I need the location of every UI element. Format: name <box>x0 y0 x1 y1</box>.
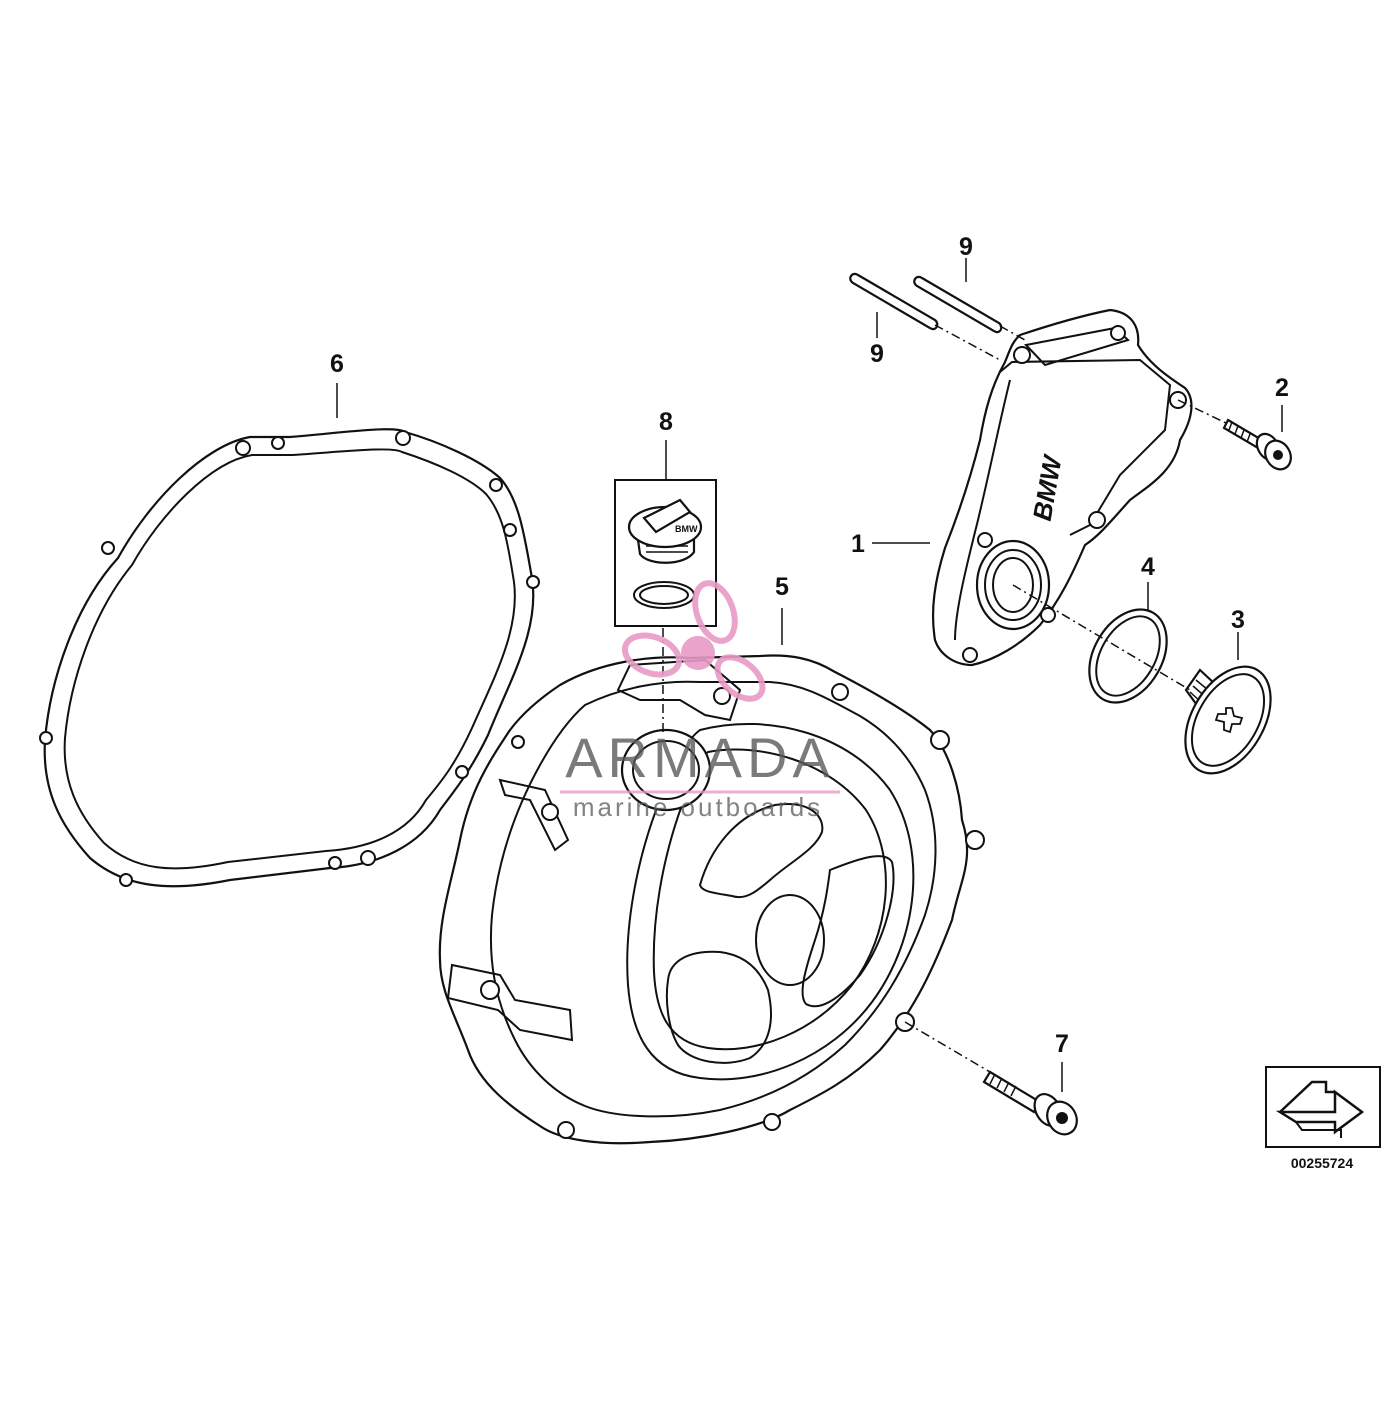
callout-9-top: 9 <box>959 233 973 261</box>
bolt-2: 2 <box>1177 374 1292 471</box>
callout-6: 6 <box>330 350 344 378</box>
callout-4: 4 <box>1141 553 1155 581</box>
assembly-axis <box>1012 584 1191 691</box>
oil-filler-cap-group: 8 BMW <box>614 408 717 735</box>
clutch-cover: 5 <box>438 573 985 1145</box>
watermark-tagline: marine outboards <box>573 792 823 822</box>
watermark-brand: ARMADA <box>565 726 835 789</box>
dowel-pins: 9 9 <box>849 233 1026 368</box>
callout-3: 3 <box>1231 606 1245 634</box>
cap-logo: BMW <box>675 524 698 534</box>
propeller-logo <box>621 580 766 702</box>
callout-1: 1 <box>851 530 865 558</box>
outer-cover: BMW 1 <box>851 308 1193 667</box>
orientation-arrow-box <box>1265 1066 1381 1148</box>
gasket: 6 <box>39 350 540 888</box>
callout-7: 7 <box>1055 1030 1069 1058</box>
part-number: 00255724 <box>1291 1155 1354 1171</box>
o-ring: 4 <box>1088 553 1168 704</box>
bolt-7: 7 <box>904 1021 1078 1136</box>
callout-8: 8 <box>659 408 673 436</box>
callout-9-bottom: 9 <box>870 340 884 368</box>
callout-5: 5 <box>775 573 789 601</box>
armada-watermark: ARMADA marine outboards <box>560 580 840 822</box>
callout-2: 2 <box>1275 374 1289 402</box>
screw-plug: 3 <box>1184 606 1272 775</box>
